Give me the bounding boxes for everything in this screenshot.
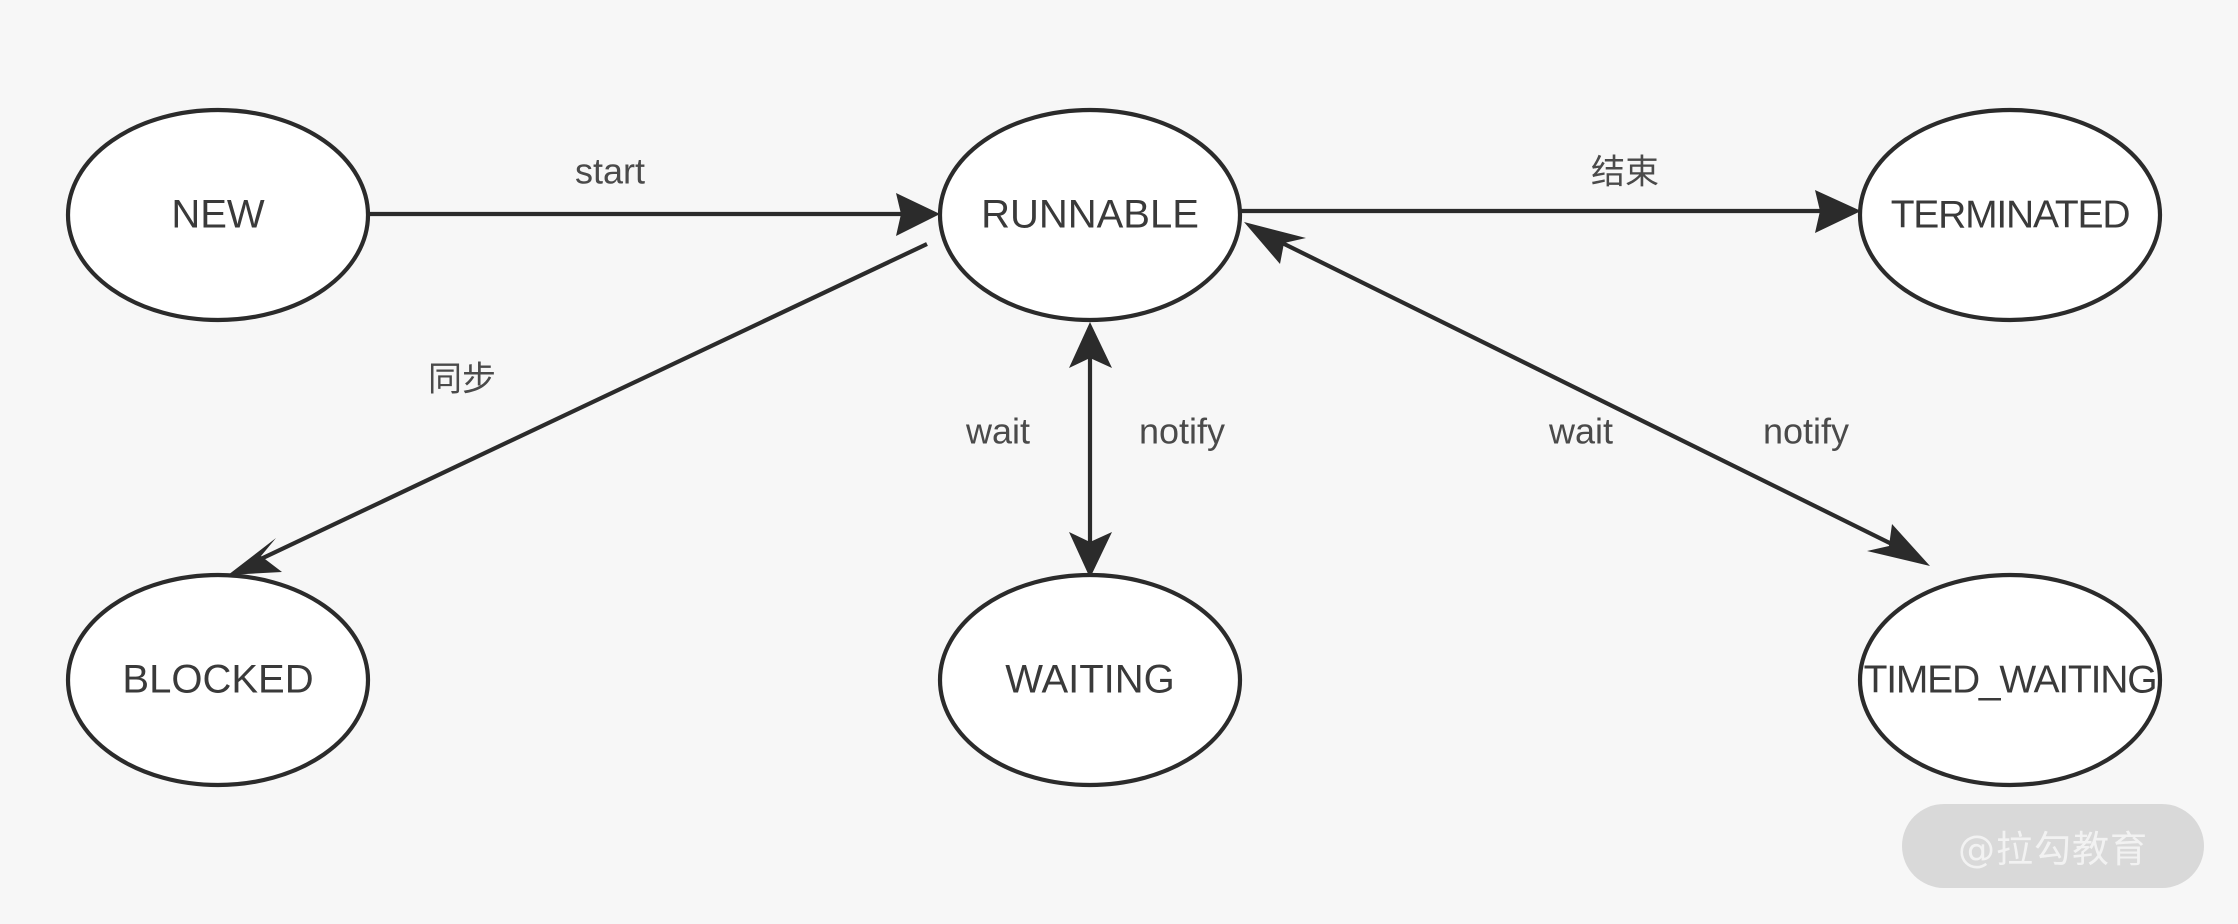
node-shape-blocked [65, 572, 371, 788]
edge-line-wait-notify-diagonal [1261, 231, 1913, 556]
node-label-waiting: WAITING [1005, 658, 1175, 702]
edge-label-notify-center: notify [1139, 411, 1225, 452]
edge-label-start: start [575, 151, 645, 192]
node-label-new: NEW [171, 193, 265, 237]
node-blocked[interactable]: BLOCKED [65, 572, 371, 788]
node-runnable[interactable]: RUNNABLE [937, 107, 1243, 323]
arrow-head-wait-downright [1867, 524, 1930, 566]
edge-runnable-waiting-bidirectional: wait notify [965, 322, 1225, 578]
arrow-head-notify-up [1069, 322, 1112, 368]
node-shape-waiting [937, 572, 1243, 788]
node-shape-terminated [1857, 107, 2163, 323]
edge-label-end: 结束 [1591, 153, 1659, 193]
arrow-head-notify-upleft [1244, 222, 1306, 264]
arrow-head-start [896, 193, 940, 236]
edge-runnable-to-blocked: 同步 [228, 242, 928, 575]
arrow-head-wait-down [1069, 532, 1112, 578]
edge-runnable-to-terminated: 结束 [1241, 153, 1861, 233]
node-shape-runnable [937, 107, 1243, 323]
node-shape-new [65, 107, 371, 323]
edge-label-sync: 同步 [428, 360, 496, 400]
node-timed-waiting[interactable]: TIMED_WAITING [1857, 572, 2163, 788]
watermark-badge: @拉勾教育 [1902, 804, 2204, 888]
edge-label-notify-right: notify [1763, 411, 1849, 452]
node-new[interactable]: NEW [65, 107, 371, 323]
edge-new-to-runnable: start [368, 151, 940, 236]
node-label-terminated: TERMINATED [1891, 193, 2130, 236]
arrow-head-end [1815, 190, 1861, 233]
node-label-timed-waiting: TIMED_WAITING [1864, 658, 2157, 701]
node-waiting[interactable]: WAITING [937, 572, 1243, 788]
node-label-runnable: RUNNABLE [981, 193, 1199, 237]
node-terminated[interactable]: TERMINATED [1857, 107, 2163, 323]
arrow-head-sync [228, 538, 282, 575]
node-label-blocked: BLOCKED [122, 658, 313, 702]
edge-line-sync [247, 242, 928, 567]
edge-runnable-timedwaiting-bidirectional: wait notify [1244, 222, 1930, 566]
edge-label-wait-center: wait [965, 411, 1030, 452]
node-shape-timed-waiting [1857, 572, 2163, 788]
edge-label-wait-right: wait [1548, 411, 1613, 452]
watermark-text: @拉勾教育 [1958, 828, 2148, 871]
